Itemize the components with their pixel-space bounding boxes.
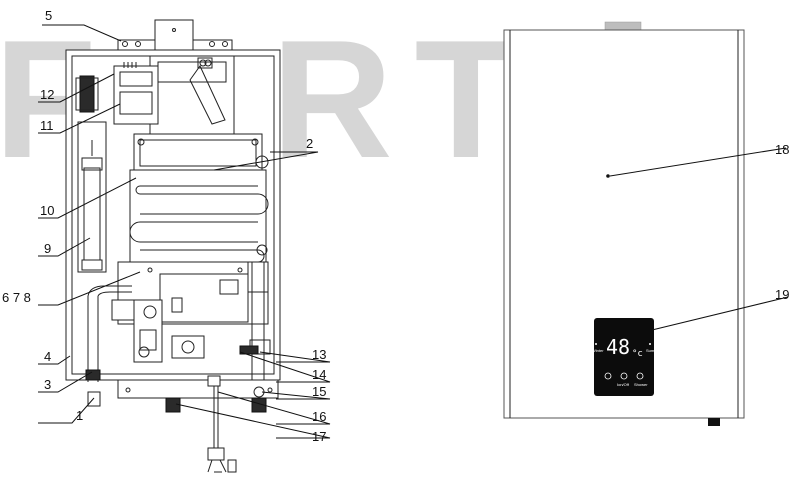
flue-tab (154, 19, 194, 51)
display-button-label-2: Ion/Off (617, 382, 630, 387)
callout-numbers: 5 2 12 11 10 9 6 7 8 4 3 1 13 14 15 16 1… (2, 8, 326, 444)
cold-water-pipe (87, 285, 132, 382)
gas-valve (133, 299, 163, 363)
callout-11: 11 (40, 118, 54, 133)
display-button-1[interactable] (604, 372, 612, 380)
callout-4: 4 (44, 349, 51, 364)
fan-housing (149, 55, 235, 135)
control-board-module (79, 75, 95, 113)
front-panel-point (606, 174, 610, 178)
solenoid-valve (171, 335, 205, 359)
callout-19: 19 (775, 287, 789, 302)
display-button-2[interactable] (620, 372, 628, 380)
callout-18: 18 (775, 142, 789, 157)
callout-17: 17 (312, 429, 326, 444)
display-button-3[interactable] (636, 372, 644, 380)
heat-exchanger (129, 169, 267, 263)
callout-13: 13 (312, 347, 326, 362)
callout-16: 16 (312, 409, 326, 424)
control-display (594, 318, 654, 396)
callout-14: 14 (312, 367, 326, 382)
ignition-module (113, 65, 159, 125)
power-cable (213, 386, 219, 448)
right-callouts: 18 19 (609, 142, 789, 331)
front-view: 48 °c Winter Summer Ion/Off Shower (503, 21, 745, 426)
callout-leaders (38, 24, 331, 439)
display-unit: °c (632, 349, 643, 359)
callout-2: 2 (306, 136, 313, 151)
gas-inlet-fitting (165, 397, 181, 413)
water-inlet (85, 369, 101, 381)
callout-678: 6 7 8 (2, 290, 31, 305)
hot-water-outlet (251, 397, 267, 413)
display-temperature: 48 (606, 335, 630, 359)
front-top-tab (604, 21, 642, 31)
callout-1: 1 (76, 408, 83, 423)
callout-15: 15 (312, 384, 326, 399)
bottom-plate (117, 379, 279, 399)
display-mode-left: Winter (592, 348, 604, 353)
exchanger-tubes (140, 185, 258, 251)
left-vertical-duct (77, 121, 107, 273)
front-bottom-foot (708, 418, 720, 426)
callout-12: 12 (40, 87, 54, 102)
display-mode-right: Summer (646, 348, 662, 353)
callout-3: 3 (44, 377, 51, 392)
display-button-label-3: Shower (634, 382, 648, 387)
callout-10: 10 (40, 203, 54, 218)
callout-5: 5 (45, 8, 52, 23)
internal-view (65, 19, 281, 473)
callout-9: 9 (44, 241, 51, 256)
